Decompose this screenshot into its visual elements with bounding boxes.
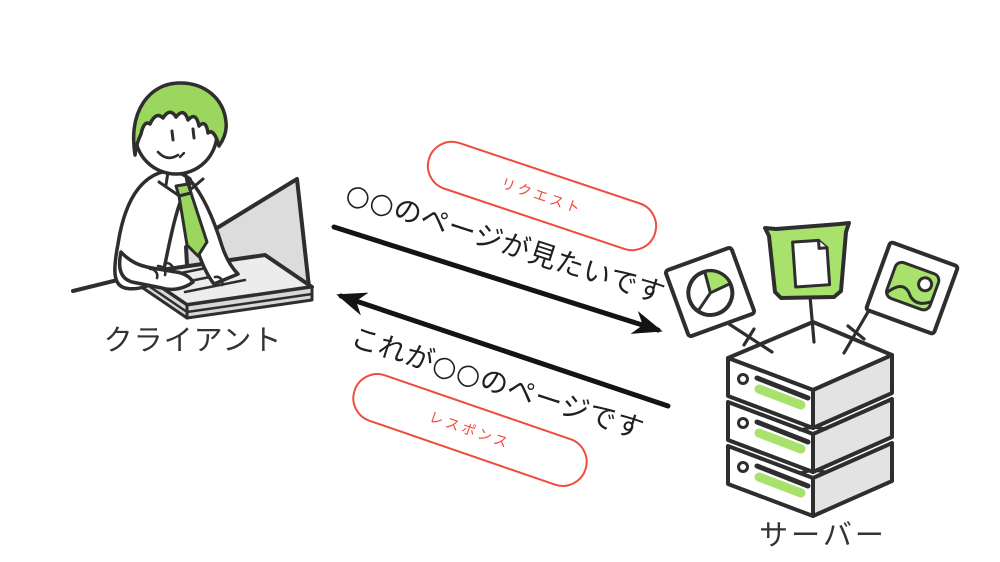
request-badge-label: リクエスト xyxy=(498,175,585,219)
hair xyxy=(132,81,228,157)
document-card-icon xyxy=(763,221,851,300)
request-arrow-icon xyxy=(331,224,663,334)
client-label: クライアント xyxy=(103,323,283,357)
server-unit xyxy=(726,441,894,518)
server-label: サーバー xyxy=(759,518,887,552)
person-icon xyxy=(113,81,240,292)
tie xyxy=(174,182,209,258)
pie-chart-card-icon xyxy=(663,245,757,339)
response-badge-label: レスポンス xyxy=(427,409,513,453)
fingers xyxy=(148,261,224,287)
server-unit xyxy=(726,397,894,474)
image-card-icon xyxy=(864,240,960,336)
server-illustration xyxy=(663,221,960,518)
response-arrow-icon xyxy=(336,292,671,409)
client-illustration xyxy=(71,81,314,320)
